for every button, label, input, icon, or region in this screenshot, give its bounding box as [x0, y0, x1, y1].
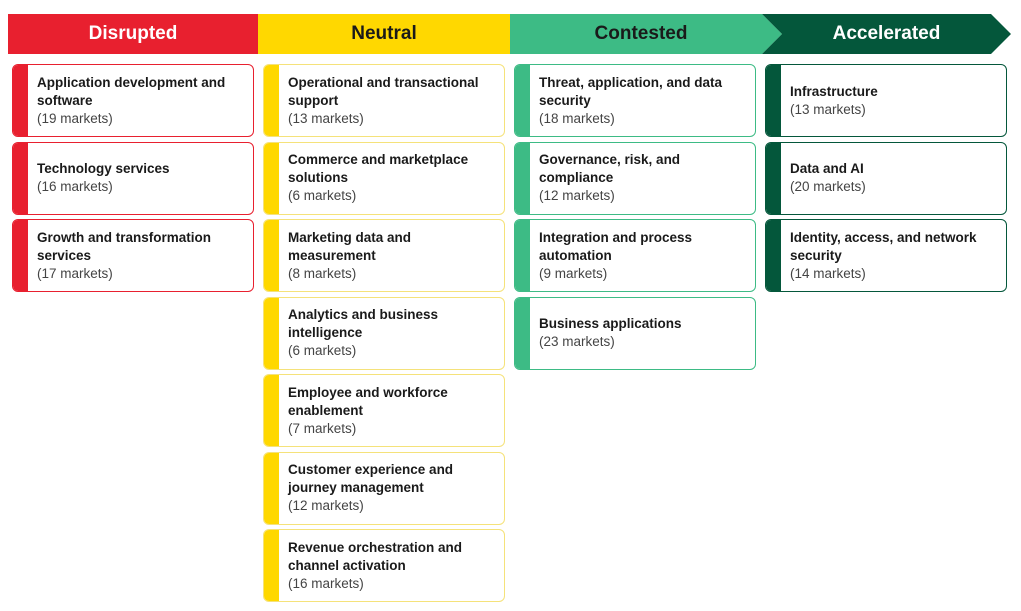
category-card: Customer experience and journey manageme… [263, 451, 505, 525]
card-title: Commerce and marketplace solutions [288, 152, 469, 185]
card-color-bar [13, 220, 28, 291]
card-market-count: (6 markets) [288, 343, 357, 358]
neutral-header-label: Neutral [351, 23, 417, 44]
card-color-bar [515, 297, 530, 369]
category-card: Marketing data and measurement (8 market… [263, 219, 505, 292]
card-color-bar [13, 142, 28, 214]
card-color-bar [264, 65, 279, 136]
disrupted-column: Application development and software (19… [12, 64, 254, 297]
card-title: Marketing data and measurement [288, 229, 412, 263]
card-market-count: (14 markets) [790, 265, 866, 281]
card-market-count: (20 markets) [790, 179, 866, 194]
category-card: Employee and workforce enablement (7 mar… [263, 374, 505, 447]
card-market-count: (12 markets) [539, 188, 615, 203]
contested-header-label: Contested [594, 23, 688, 44]
stage-header-band [8, 14, 1011, 54]
card-title: Revenue orchestration and channel activa… [288, 539, 463, 573]
card-title: Data and AI [790, 161, 864, 176]
card-market-count: (23 markets) [539, 334, 615, 349]
card-title: Growth and transformation services [37, 229, 212, 263]
category-card: Revenue orchestration and channel activa… [263, 529, 505, 602]
card-title: Technology services [37, 161, 170, 176]
card-title: Analytics and business intelligence [288, 307, 439, 340]
accelerated-header-arrow [762, 14, 1011, 54]
card-title: Customer experience and journey manageme… [288, 462, 454, 495]
card-color-bar [264, 297, 279, 369]
neutral-column: Operational and transactional support (1… [263, 64, 505, 607]
card-title: Integration and process automation [539, 229, 693, 263]
accelerated-header-label: Accelerated [832, 23, 941, 44]
card-color-bar [515, 142, 530, 214]
card-market-count: (17 markets) [37, 265, 113, 281]
card-color-bar [264, 452, 279, 524]
disrupted-header-label: Disrupted [88, 23, 178, 44]
card-title: Identity, access, and network security [790, 229, 977, 263]
contested-column: Threat, application, and data security (… [514, 64, 756, 374]
category-card: Commerce and marketplace solutions (6 ma… [263, 141, 505, 215]
card-color-bar [264, 530, 279, 601]
card-market-count: (6 markets) [288, 188, 357, 203]
contested-header-shape [510, 14, 782, 54]
card-title: Threat, application, and data security [539, 74, 723, 108]
card-market-count: (12 markets) [288, 498, 364, 513]
card-color-bar [766, 142, 781, 214]
card-title: Operational and transactional support [288, 74, 479, 108]
card-color-bar [515, 220, 530, 291]
card-market-count: (9 markets) [539, 265, 608, 281]
card-market-count: (18 markets) [539, 110, 615, 126]
category-card: Growth and transformation services (17 m… [12, 219, 254, 292]
category-card: Infrastructure (13 markets) [765, 64, 1007, 137]
card-title: Application development and software [37, 74, 226, 108]
category-card: Application development and software (19… [12, 64, 254, 137]
card-color-bar [515, 65, 530, 136]
neutral-header-shape [258, 14, 510, 54]
card-color-bar [264, 142, 279, 214]
card-market-count: (13 markets) [790, 101, 866, 117]
category-card: Technology services (16 markets) [12, 141, 254, 215]
card-color-bar [264, 375, 279, 446]
category-card: Analytics and business intelligence (6 m… [263, 296, 505, 370]
card-color-bar [13, 65, 28, 136]
card-market-count: (16 markets) [37, 179, 113, 194]
card-market-count: (8 markets) [288, 265, 357, 281]
card-color-bar [264, 220, 279, 291]
category-card: Identity, access, and network security (… [765, 219, 1007, 292]
card-market-count: (7 markets) [288, 420, 357, 436]
category-card: Integration and process automation (9 ma… [514, 219, 756, 292]
card-title: Infrastructure [790, 83, 878, 99]
card-market-count: (13 markets) [288, 110, 364, 126]
category-card: Business applications (23 markets) [514, 296, 756, 370]
category-card: Governance, risk, and compliance (12 mar… [514, 141, 756, 215]
category-card: Operational and transactional support (1… [263, 64, 505, 137]
card-market-count: (19 markets) [37, 110, 113, 126]
card-title: Employee and workforce enablement [288, 384, 448, 418]
category-card: Data and AI (20 markets) [765, 141, 1007, 215]
card-color-bar [766, 65, 781, 136]
card-market-count: (16 markets) [288, 575, 364, 591]
disrupted-header-shape [8, 14, 258, 54]
category-card: Threat, application, and data security (… [514, 64, 756, 137]
accelerated-column: Infrastructure (13 markets) Data and AI … [765, 64, 1007, 297]
card-title: Business applications [539, 316, 682, 331]
card-color-bar [766, 220, 781, 291]
card-title: Governance, risk, and compliance [539, 152, 681, 185]
